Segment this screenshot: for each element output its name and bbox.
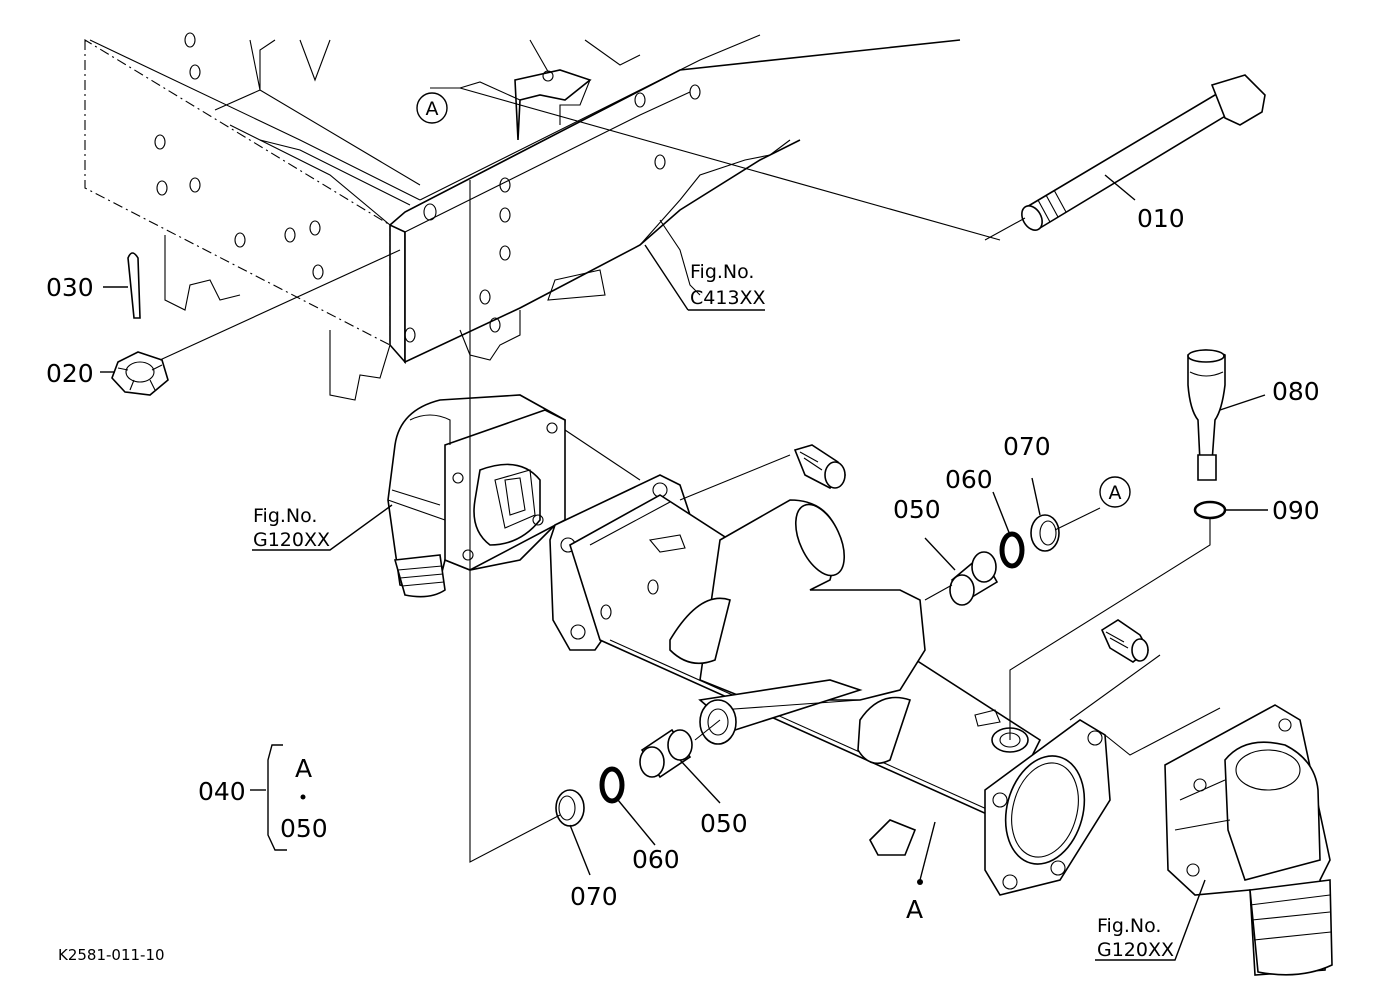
front-frame	[84, 32, 961, 401]
ref-c413xx: Fig.No. C413XX	[690, 261, 766, 309]
label-040: 040	[198, 777, 246, 806]
ref-g120xx-right: Fig.No. G120XX	[1097, 915, 1174, 961]
label-090: 090	[1272, 496, 1320, 525]
frame-holes	[154, 32, 701, 343]
leader-lines	[100, 81, 1268, 961]
marker-a-right: A	[1099, 476, 1131, 508]
bolt-lower	[1100, 619, 1150, 663]
bolt-upper	[793, 444, 847, 489]
label-060-left: 060	[632, 845, 680, 874]
bushing-050-right	[949, 551, 999, 606]
label-070-right: 070	[1003, 432, 1051, 461]
label-050-right: 050	[893, 495, 941, 524]
svg-text:A: A	[426, 98, 439, 120]
svg-text:A: A	[1109, 482, 1122, 504]
axle-marker-a: A	[906, 895, 923, 924]
svg-text:Fig.No.: Fig.No.	[1097, 915, 1161, 937]
ref-g120xx-left: Fig.No. G120XX	[253, 505, 330, 551]
svg-text:Fig.No.: Fig.No.	[690, 261, 754, 283]
label-070-left: 070	[570, 882, 618, 911]
right-gear-case	[1164, 704, 1333, 976]
part-labels: 010 020 030 040 050 050 060 060 070 070 …	[46, 204, 1320, 911]
kit-label-050: 050	[280, 814, 328, 843]
label-080: 080	[1272, 377, 1320, 406]
label-050-left: 050	[700, 809, 748, 838]
svg-text:C413XX: C413XX	[690, 287, 766, 309]
dipstick-080	[1187, 349, 1226, 481]
castle-nut-020	[111, 351, 169, 396]
label-010: 010	[1137, 204, 1185, 233]
drawing-code: K2581-011-10	[58, 946, 165, 964]
label-020: 020	[46, 359, 94, 388]
oring-060-right	[999, 531, 1025, 569]
svg-text:Fig.No.: Fig.No.	[253, 505, 317, 527]
cotter-pin-030	[127, 252, 141, 319]
pivot-pin-010	[1021, 74, 1266, 231]
front-axle-housing	[549, 474, 1111, 896]
collar-070-right	[1030, 514, 1060, 552]
bushing-050-left	[639, 728, 693, 779]
svg-text:G120XX: G120XX	[253, 529, 330, 551]
label-060-right: 060	[945, 465, 993, 494]
axle-marker-dot	[917, 879, 923, 885]
kit-marker-dot	[300, 794, 306, 800]
label-030: 030	[46, 273, 94, 302]
svg-text:G120XX: G120XX	[1097, 939, 1174, 961]
collar-070-left	[555, 789, 585, 827]
kit-marker-a: A	[295, 754, 312, 783]
oring-060-left	[599, 766, 625, 804]
marker-a-top: A	[416, 92, 448, 124]
oring-090	[1193, 500, 1227, 520]
left-gear-case	[387, 394, 566, 598]
